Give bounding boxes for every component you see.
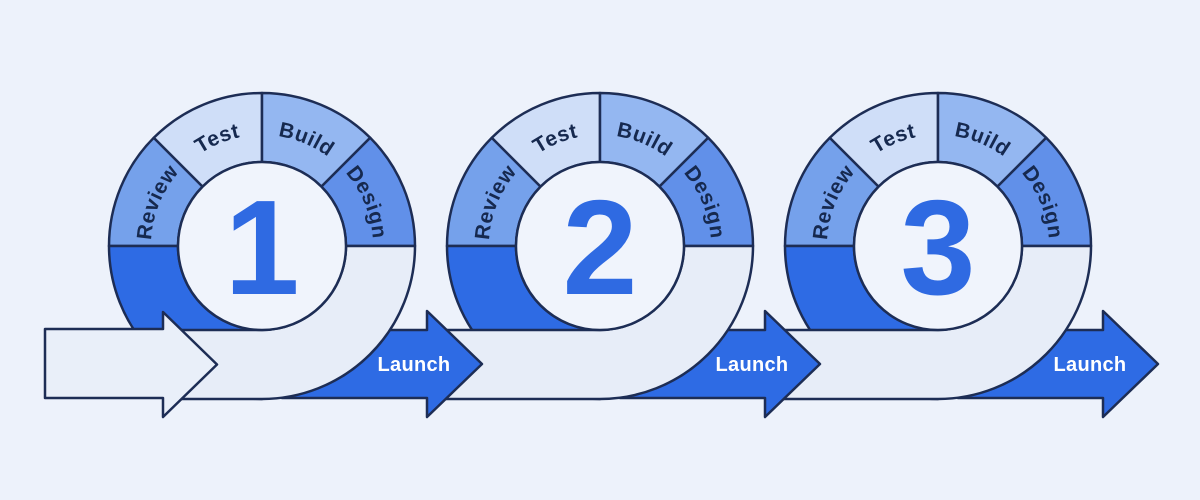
cycle-2-hub xyxy=(514,160,686,332)
cycle-1-number: 1 xyxy=(224,172,299,323)
cycle-1-hub xyxy=(176,160,348,332)
cycle-3-launch-label: Launch xyxy=(1054,354,1127,376)
entry-arrow xyxy=(43,310,219,419)
cycle-3-number: 3 xyxy=(900,172,975,323)
cycle-1-launch-label: Launch xyxy=(378,354,451,376)
cycle-2-launch-label: Launch xyxy=(716,354,789,376)
cycle-3-hub xyxy=(852,160,1024,332)
cycle-2-number: 2 xyxy=(562,172,637,323)
